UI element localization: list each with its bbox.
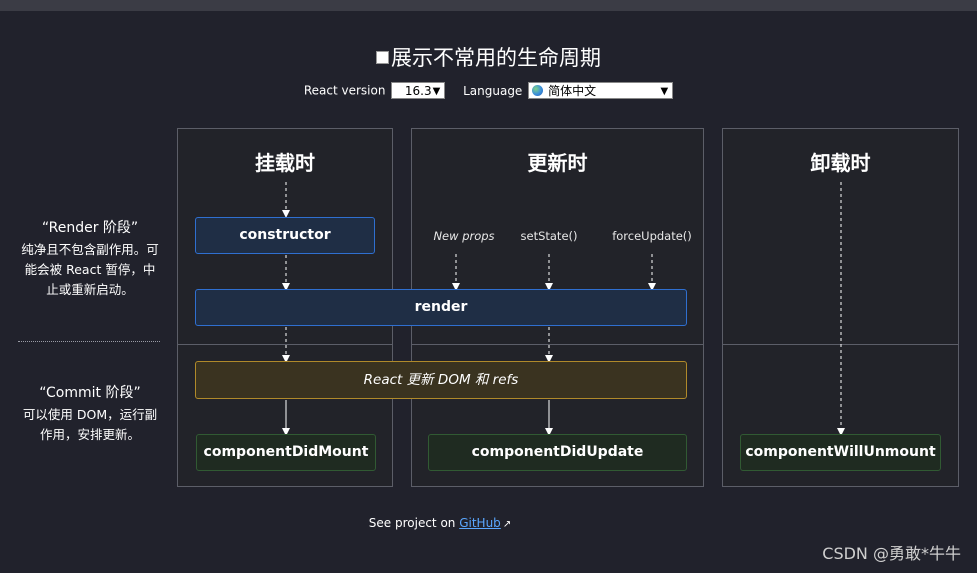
commit-phase-desc: 可以使用 DOM，运行副作用，安排更新。 <box>22 407 158 442</box>
phase-divider <box>412 344 703 345</box>
render-phase-desc: 纯净且不包含副作用。可能会被 React 暂停，中止或重新启动。 <box>21 242 159 297</box>
react-updates-dom-node[interactable]: React 更新 DOM 和 refs <box>195 361 687 399</box>
commit-phase-description: “Commit 阶段” 可以使用 DOM，运行副作用，安排更新。 <box>20 383 160 445</box>
window-top-bar <box>0 0 977 11</box>
component-did-mount-node[interactable]: componentDidMount <box>196 434 376 471</box>
render-phase-description: “Render 阶段” 纯净且不包含副作用。可能会被 React 暂停，中止或重… <box>20 218 160 300</box>
react-version-select[interactable]: 16.3 ▼ <box>391 82 446 99</box>
constructor-node[interactable]: constructor <box>195 217 375 254</box>
phase-separator <box>18 341 160 342</box>
phase-divider <box>178 344 392 345</box>
trigger-new-props: New props <box>433 229 495 243</box>
show-uncommon-label: 展示不常用的生命周期 <box>391 46 601 70</box>
globe-icon <box>532 85 544 96</box>
trigger-force-update: forceUpdate() <box>612 229 692 243</box>
chevron-down-icon: ▼ <box>660 86 669 97</box>
mount-column-title: 挂载时 <box>255 151 315 175</box>
language-select[interactable]: 简体中文 ▼ <box>528 82 674 99</box>
unmount-column <box>722 128 959 487</box>
render-phase-name: “Render 阶段” <box>41 220 139 236</box>
component-did-update-node[interactable]: componentDidUpdate <box>428 434 687 471</box>
csdn-watermark: CSDN @勇敢*牛牛 <box>822 544 961 563</box>
react-version-value: 16.3 <box>404 84 432 98</box>
github-link[interactable]: GitHub <box>459 516 501 530</box>
version-language-controls: React version 16.3 ▼ Language 简体中文 ▼ <box>0 82 977 99</box>
react-version-label: React version <box>303 83 386 98</box>
footer-prefix: See project on <box>368 516 456 530</box>
show-uncommon-toggle[interactable]: 展示不常用的生命周期 <box>0 42 977 72</box>
chevron-down-icon: ▼ <box>432 86 441 97</box>
language-value: 简体中文 <box>548 84 597 98</box>
commit-phase-name: “Commit 阶段” <box>39 385 141 401</box>
update-column-title: 更新时 <box>527 151 588 175</box>
trigger-set-state: setState() <box>520 229 578 243</box>
unmount-column-title: 卸载时 <box>810 151 871 175</box>
component-will-unmount-node[interactable]: componentWillUnmount <box>740 434 941 471</box>
footer: See project on GitHub↗ <box>0 516 880 530</box>
language-label: Language <box>463 83 523 98</box>
external-link-icon[interactable]: ↗ <box>502 519 512 530</box>
render-node[interactable]: render <box>195 289 687 326</box>
show-uncommon-checkbox[interactable] <box>376 51 389 64</box>
